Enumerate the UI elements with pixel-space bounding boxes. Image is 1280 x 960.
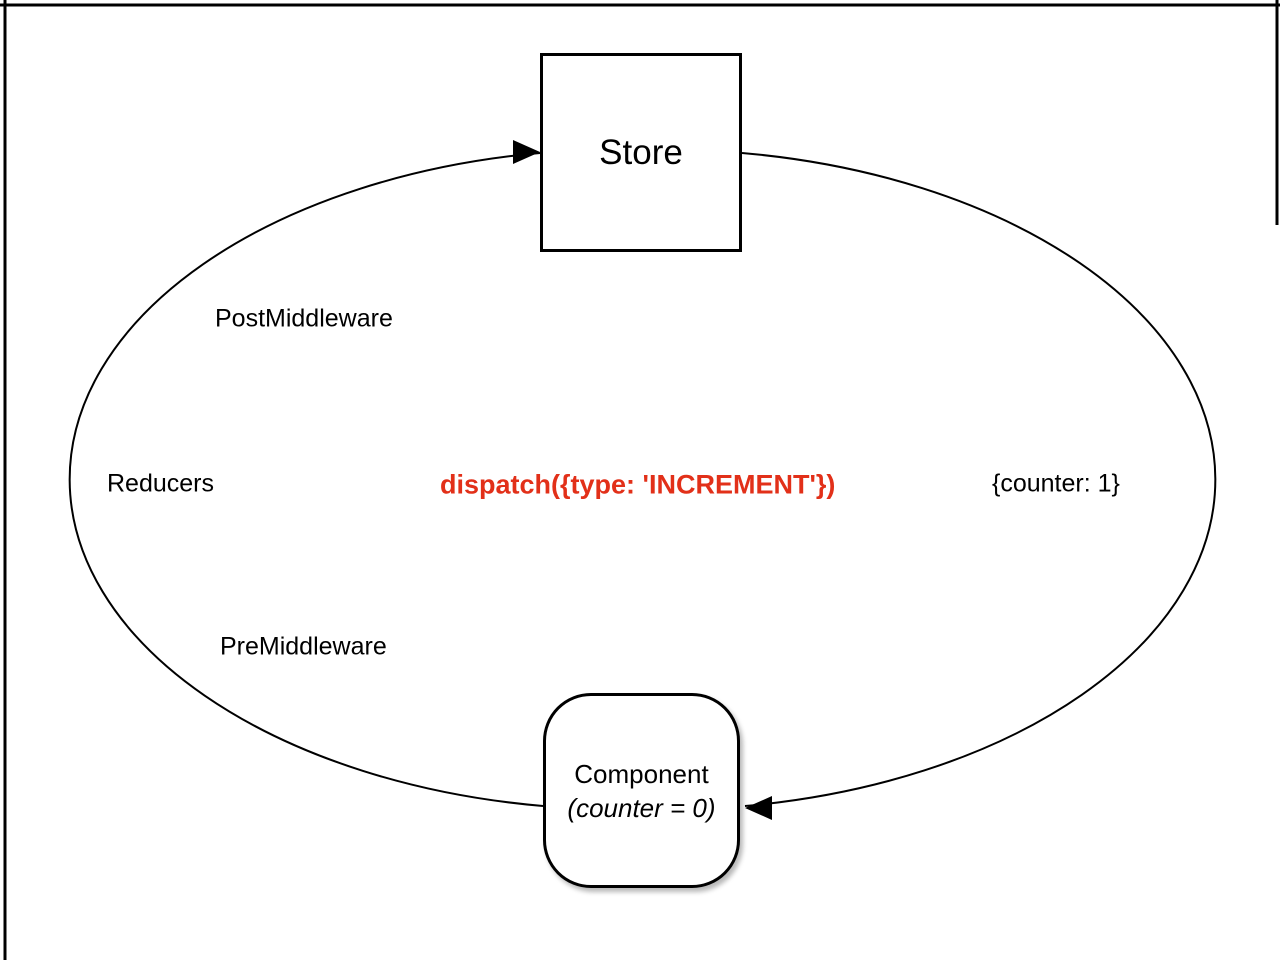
arrowhead-into-component-icon (745, 796, 772, 820)
arrowhead-into-store-icon (513, 140, 540, 164)
component-label: Component (574, 758, 709, 789)
component-state-label: (counter = 0) (567, 792, 716, 823)
counter-state-label: {counter: 1} (992, 469, 1120, 498)
pre-middleware-label: PreMiddleware (220, 632, 387, 661)
reducers-label: Reducers (107, 469, 214, 498)
cycle-arc-right (741, 152, 1217, 807)
cycle-arc-left (68, 152, 544, 807)
dispatch-action-label: dispatch({type: 'INCREMENT'}) (440, 469, 836, 500)
store-label: Store (599, 132, 683, 172)
component-node: Component (counter = 0) (543, 693, 740, 888)
store-node: Store (540, 53, 742, 252)
post-middleware-label: PostMiddleware (215, 304, 393, 333)
